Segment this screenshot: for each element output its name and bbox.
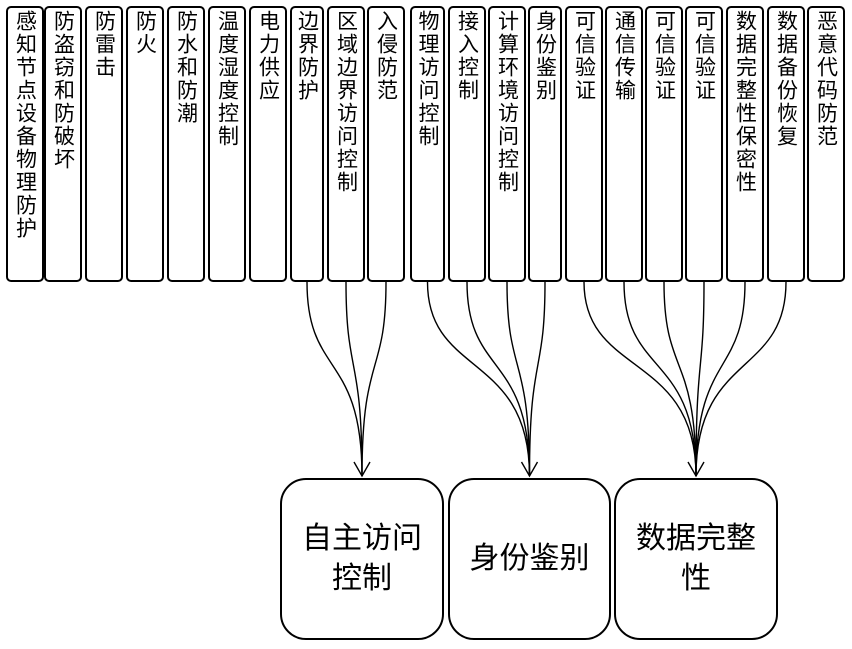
result-box-identity-authentication: 身份鉴别 [448,478,611,640]
source-column: 区域边界访问控制 [327,6,365,282]
source-column: 数据完整性保密性 [726,6,764,282]
source-column: 可信验证 [645,6,683,282]
source-column: 感知节点设备物理防护 [6,6,44,282]
arrowhead-icon [687,461,705,478]
connector-line [695,281,746,477]
connector-line [361,281,387,477]
source-column: 数据备份恢复 [767,6,805,282]
source-column: 入侵防范 [367,6,405,282]
source-column-label: 防火 [133,10,158,56]
source-column: 恶意代码防范 [807,6,845,282]
result-box-discretionary-access-control: 自主访问控制 [280,478,444,640]
source-column-label: 身份鉴别 [533,10,558,102]
source-column-label: 防水和防潮 [174,10,199,125]
connector-line [345,281,363,477]
arrowhead-icon [520,461,539,478]
source-column-label: 感知节点设备物理防护 [13,10,38,240]
connector-line [466,281,531,477]
connector-line [663,281,697,477]
source-column-label: 区域边界访问控制 [334,10,359,194]
connector-line [506,281,531,477]
source-column-label: 可信验证 [572,10,597,102]
result-box-label: 数据完整性 [636,520,756,597]
source-column: 接入控制 [448,6,486,282]
source-column-label: 通信传输 [612,10,637,102]
source-column-label: 防盗窃和防破坏 [51,10,76,171]
source-column: 边界防护 [290,6,324,282]
source-column-label: 电力供应 [256,10,281,102]
source-column-label: 计算环境访问控制 [495,10,520,194]
source-column: 温度湿度控制 [208,6,246,282]
source-column-label: 边界防护 [295,10,320,102]
arrowhead-icon [353,461,371,478]
result-box-label: 自主访问控制 [302,520,422,597]
source-column: 防水和防潮 [167,6,205,282]
source-column-label: 数据完整性保密性 [733,10,758,194]
source-column: 防盗窃和防破坏 [44,6,82,282]
connector-line [583,281,697,477]
result-box-label: 身份鉴别 [469,540,590,576]
source-column: 防雷击 [85,6,123,282]
source-column: 可信验证 [565,6,603,282]
source-column-label: 数据备份恢复 [774,10,799,148]
connector-line [426,281,531,477]
connector-line [695,281,705,477]
source-column: 可信验证 [685,6,723,282]
source-column: 物理访问控制 [410,6,445,282]
source-column-label: 可信验证 [652,10,677,102]
source-column-label: 恶意代码防范 [814,10,839,148]
connector-line [623,281,697,477]
source-column: 防火 [126,6,164,282]
source-column-label: 物理访问控制 [416,10,440,148]
connector-line [528,281,546,477]
source-column: 电力供应 [249,6,287,282]
source-column: 身份鉴别 [528,6,562,282]
source-column: 计算环境访问控制 [488,6,526,282]
source-column-label: 入侵防范 [374,10,399,102]
connector-line [306,281,363,477]
source-column-label: 可信验证 [692,10,717,102]
source-column-label: 防雷击 [92,10,117,79]
source-column-label: 接入控制 [455,10,480,102]
result-box-data-integrity: 数据完整性 [614,478,778,640]
source-column: 通信传输 [605,6,643,282]
connector-line [695,281,787,477]
source-column-label: 温度湿度控制 [215,10,240,148]
